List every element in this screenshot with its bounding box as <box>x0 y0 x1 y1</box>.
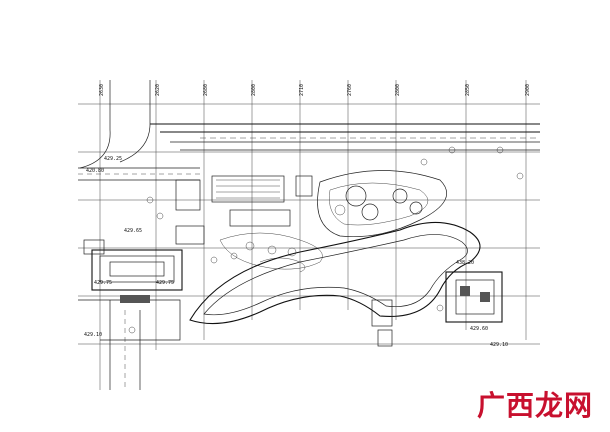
grid-label: 2800 <box>251 84 257 96</box>
elevation-label: 429.60 <box>470 326 488 332</box>
elevation-label: 429.25 <box>104 156 122 162</box>
grid-label: 2800 <box>395 84 401 96</box>
elevation-label: 429.75 <box>156 280 174 286</box>
elevation-label: 429.65 <box>124 228 142 234</box>
grid-label: 2900 <box>525 84 531 96</box>
grid-label: 2710 <box>299 84 305 96</box>
grid-lines <box>78 80 540 390</box>
main-road <box>78 80 540 181</box>
grid-label: 2630 <box>99 84 105 96</box>
grid-label: 2760 <box>347 84 353 96</box>
right-pavilions: 429.60 429.10 438.20 <box>371 260 508 348</box>
grid-label-group: 2630 2620 2680 2800 2710 2760 2800 2850 … <box>99 84 531 96</box>
grid-label: 2620 <box>155 84 161 96</box>
watermark-logo: 广西龙网 <box>477 389 594 422</box>
elevation-label: 438.20 <box>456 260 474 266</box>
lower-left-road <box>78 299 181 390</box>
grid-label: 2680 <box>203 84 209 96</box>
misc-labels: 429.65 420.80 429.25 <box>86 156 142 234</box>
entrance-building: 429.75 429.75 429.10 <box>83 239 183 338</box>
grid-label: 2850 <box>465 84 471 96</box>
ornamental-garden <box>219 170 447 273</box>
service-buildings <box>175 175 313 245</box>
elevation-label: 429.10 <box>84 332 102 338</box>
elevation-label: 429.75 <box>94 280 112 286</box>
elevation-label: 429.10 <box>490 342 508 348</box>
elevation-label: 420.80 <box>86 168 104 174</box>
tree-markers <box>128 146 524 334</box>
lake <box>189 221 481 325</box>
